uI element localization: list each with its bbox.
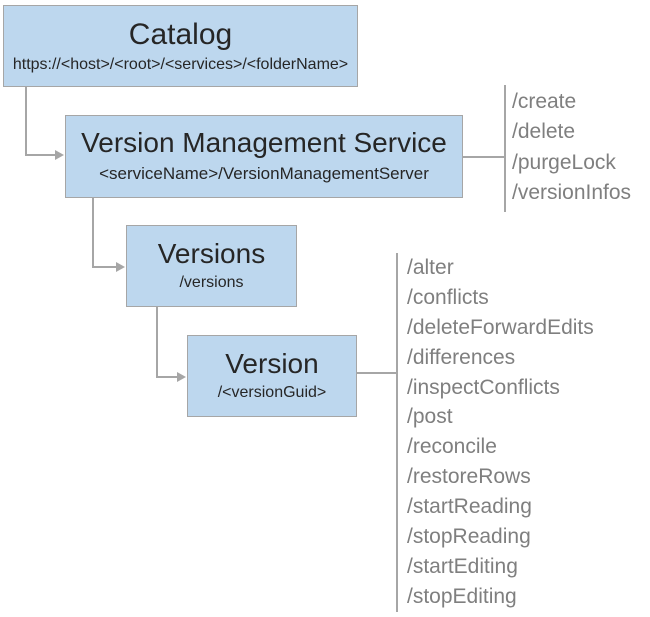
operation-versioninfos: /versionInfos — [512, 180, 632, 204]
operation-startediting: /startEditing — [407, 554, 518, 578]
arrowhead-to-version-icon — [177, 372, 186, 382]
connector-vms-to-operations — [463, 156, 504, 158]
arrowhead-to-versions-icon — [116, 262, 125, 272]
operation-deleteforwardedits: /deleteForwardEdits — [407, 315, 594, 339]
operation-stopediting: /stopEditing — [407, 584, 517, 608]
versions-url-pattern: /versions — [179, 274, 244, 292]
connector-version-to-operations — [357, 372, 396, 374]
connector-catalog-to-vms-horizontal — [25, 154, 56, 156]
version-management-service-url-pattern: <serviceName>/VersionManagementServer — [99, 164, 429, 184]
operations-divider-bar-vms — [504, 85, 506, 212]
operation-create: /create — [512, 90, 577, 113]
version-management-service-node: Version Management Service <serviceName>… — [65, 115, 463, 198]
version-operations-list: /alter /conflicts /deleteForwardEdits /d… — [407, 253, 594, 612]
catalog-url-pattern: https://<host>/<root>/<services>/<folder… — [12, 55, 349, 73]
operation-differences: /differences — [407, 345, 516, 369]
operation-reconcile: /reconcile — [407, 435, 497, 459]
operation-alter: /alter — [407, 256, 454, 279]
operation-conflicts: /conflicts — [407, 285, 489, 309]
operation-stopreading: /stopReading — [407, 525, 531, 549]
operation-inspectconflicts: /inspectConflicts — [407, 375, 560, 399]
version-management-service-title: Version Management Service — [81, 127, 447, 159]
operation-restorerows: /restoreRows — [407, 465, 531, 489]
operation-post: /post — [407, 405, 453, 429]
version-title: Version — [225, 347, 319, 379]
vms-operations-list: /create /delete /purgeLock /versionInfos — [512, 87, 631, 208]
operation-startreading: /startReading — [407, 495, 532, 519]
connector-versions-to-version-vertical — [156, 307, 158, 378]
catalog-node: Catalog https://<host>/<root>/<services>… — [3, 5, 358, 87]
catalog-title: Catalog — [128, 17, 233, 51]
version-node: Version /<versionGuid> — [187, 335, 357, 417]
versions-node: Versions /versions — [126, 225, 297, 307]
version-url-pattern: /<versionGuid> — [217, 384, 327, 402]
operation-delete: /delete — [512, 120, 576, 144]
connector-catalog-to-vms-vertical — [25, 87, 27, 156]
arrowhead-to-vms-icon — [55, 150, 64, 160]
connector-vms-to-versions-vertical — [92, 198, 94, 268]
connector-vms-to-versions-horizontal — [92, 266, 117, 268]
versions-title: Versions — [157, 237, 266, 269]
operation-purgelock: /purgeLock — [512, 150, 616, 174]
connector-versions-to-version-horizontal — [156, 376, 178, 378]
operations-divider-bar-version — [396, 253, 398, 612]
